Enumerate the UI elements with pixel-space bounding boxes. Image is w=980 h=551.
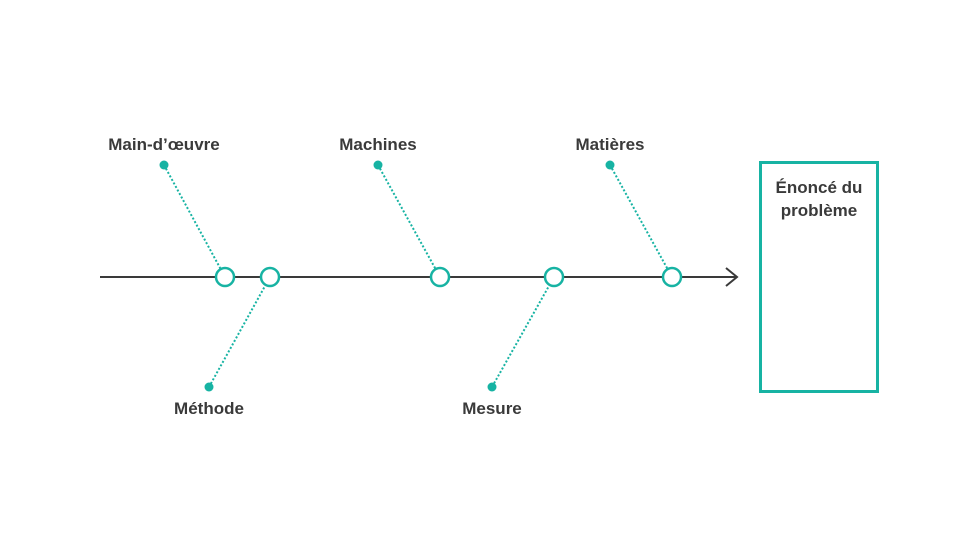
cause-label-machines: Machines [339, 135, 417, 154]
branch-matieres-line [609, 164, 673, 278]
problem-statement-line-1: Énoncé du [775, 178, 863, 197]
spine-arrowhead [725, 267, 739, 287]
problem-statement-box: Énoncé du problème [759, 161, 879, 393]
cause-label-main-doeuvre: Main-d’œuvre [108, 135, 220, 154]
branch-machines-joint [429, 266, 451, 288]
branch-machines-line [377, 164, 441, 278]
branch-mesure-joint [543, 266, 565, 288]
branch-main-doeuvre-line [163, 164, 226, 278]
branch-methode-line [208, 276, 271, 388]
branch-mesure-line [491, 276, 555, 388]
branch-matieres-joint [661, 266, 683, 288]
cause-label-mesure: Mesure [462, 399, 522, 418]
cause-label-matieres: Matières [575, 135, 645, 154]
branch-machines-dot [373, 160, 383, 170]
branch-matieres-dot [605, 160, 615, 170]
branch-methode-joint [259, 266, 281, 288]
cause-label-methode: Méthode [174, 399, 244, 418]
problem-statement-line-2: problème [780, 201, 858, 220]
problem-statement-text: Énoncé du problème [762, 176, 876, 222]
branch-main-doeuvre-joint [214, 266, 236, 288]
branch-methode-dot [204, 382, 214, 392]
branch-main-doeuvre-dot [159, 160, 169, 170]
branch-mesure-dot [487, 382, 497, 392]
